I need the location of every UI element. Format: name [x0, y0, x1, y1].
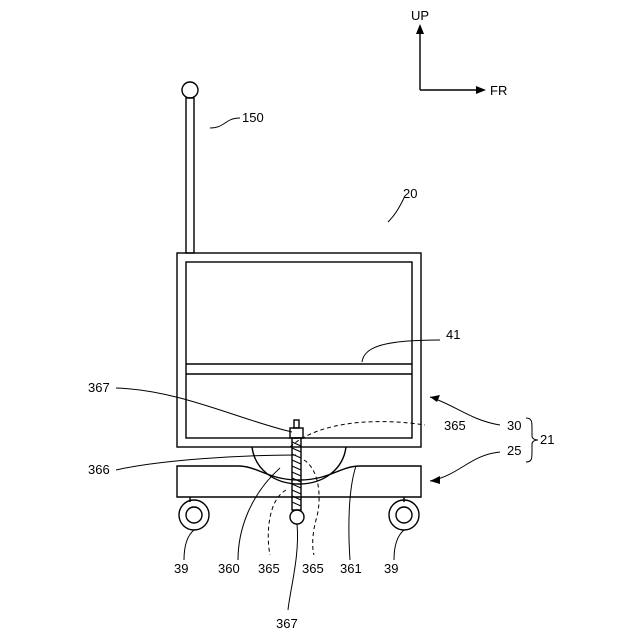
- inner-housing: [186, 262, 412, 438]
- hidden-line-365-left: [268, 490, 286, 555]
- hidden-line-365-right: [304, 460, 319, 555]
- leader-367-top: [116, 388, 292, 432]
- brace-21: [526, 418, 538, 462]
- upper-body: [177, 253, 421, 447]
- leader-30-arrowhead-icon: [430, 395, 440, 402]
- label-365-upper: 365: [444, 418, 466, 433]
- label-365-right: 365: [302, 561, 324, 576]
- wheel-left: [179, 497, 209, 530]
- fr-label: FR: [490, 83, 507, 98]
- leader-366: [116, 455, 296, 470]
- direction-indicator: UP FR: [411, 8, 507, 98]
- label-360: 360: [218, 561, 240, 576]
- bolt-cap: [294, 420, 299, 428]
- leader-361: [349, 466, 356, 560]
- hemisphere-cup: [252, 447, 346, 484]
- label-20: 20: [403, 186, 417, 201]
- wheel-right: [389, 497, 419, 530]
- leader-25: [430, 452, 500, 481]
- leader-25-arrowhead-icon: [430, 476, 440, 484]
- threaded-bolt: [290, 420, 304, 524]
- label-21: 21: [540, 432, 554, 447]
- label-366: 366: [88, 462, 110, 477]
- label-30: 30: [507, 418, 521, 433]
- fr-arrowhead-icon: [476, 86, 486, 94]
- label-39-right: 39: [384, 561, 398, 576]
- label-150: 150: [242, 110, 264, 125]
- leader-39-right: [394, 530, 404, 560]
- up-label: UP: [411, 8, 429, 23]
- antenna: [182, 82, 198, 253]
- leader-367-bottom: [288, 524, 298, 610]
- leader-20: [388, 198, 404, 222]
- up-arrowhead-icon: [416, 24, 424, 34]
- leader-360: [238, 468, 280, 560]
- leader-39-left: [184, 530, 194, 560]
- leader-41: [362, 340, 440, 362]
- label-39-left: 39: [174, 561, 188, 576]
- antenna-tip: [182, 82, 198, 98]
- label-361: 361: [340, 561, 362, 576]
- hidden-line-365-upper: [290, 422, 425, 447]
- wheel-right-outer: [389, 500, 419, 530]
- wheel-right-hub: [396, 507, 412, 523]
- wheel-left-outer: [179, 500, 209, 530]
- antenna-rod: [186, 98, 194, 253]
- bolt-head: [290, 428, 303, 438]
- label-25: 25: [507, 443, 521, 458]
- label-367-bottom: 367: [276, 616, 298, 631]
- bolt-knob: [290, 510, 304, 524]
- wheel-left-hub: [186, 507, 202, 523]
- outer-housing: [177, 253, 421, 447]
- label-365-left: 365: [258, 561, 280, 576]
- label-41: 41: [446, 327, 460, 342]
- label-367-top: 367: [88, 380, 110, 395]
- leader-150: [210, 118, 240, 128]
